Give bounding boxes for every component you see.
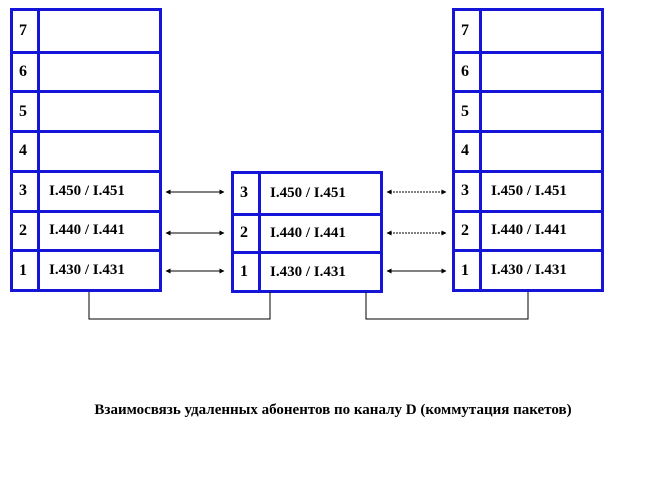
right-layer-4: 4 [455, 130, 601, 170]
physical-link-middle-right [365, 292, 529, 320]
network-node-stack: 3 I.450 / I.451 2 I.440 / I.441 1 I.430 / I.4… [231, 171, 383, 293]
right-layer-6: 6 [455, 50, 601, 91]
layer-number: 2 [234, 215, 261, 252]
layer-number: 5 [13, 93, 40, 131]
right-layer-5: 5 [455, 90, 601, 131]
left-layer-6: 6 [13, 50, 159, 91]
layer-protocol: I.440 / I.441 [49, 222, 125, 239]
layer-protocol: I.430 / I.431 [491, 262, 567, 279]
layer-number: 1 [13, 252, 40, 289]
layer-number: 3 [234, 174, 261, 213]
layer-number: 4 [455, 133, 482, 170]
layer-protocol: I.450 / I.451 [270, 184, 346, 201]
left-layer-1: 1 I.430 / I.431 [13, 249, 159, 289]
layer-number: 1 [455, 252, 482, 289]
right-layer-7: 7 [455, 11, 601, 51]
layer-number: 5 [455, 93, 482, 131]
layer-number: 3 [455, 172, 482, 210]
layer-protocol: I.440 / I.441 [491, 222, 567, 239]
layer-number: 7 [13, 11, 40, 51]
left-layer-7: 7 [13, 11, 159, 51]
layer-number: 1 [234, 254, 261, 290]
layer-number: 7 [455, 11, 482, 51]
layer-protocol: I.450 / I.451 [49, 182, 125, 199]
middle-layer-2: 2 I.440 / I.441 [234, 212, 380, 252]
layer-number: 4 [13, 133, 40, 170]
layer-number: 3 [13, 172, 40, 210]
right-layer-3: 3 I.450 / I.451 [455, 169, 601, 210]
left-layer-3: 3 I.450 / I.451 [13, 169, 159, 210]
middle-layer-1: 1 I.430 / I.431 [234, 251, 380, 290]
physical-link-left-middle [88, 292, 271, 320]
layer-number: 6 [13, 53, 40, 91]
layer-number: 6 [455, 53, 482, 91]
layer-protocol: I.450 / I.451 [491, 182, 567, 199]
left-layer-4: 4 [13, 130, 159, 170]
layer-protocol: I.440 / I.441 [270, 224, 346, 241]
layer-protocol: I.430 / I.431 [270, 263, 346, 280]
right-layer-2: 2 I.440 / I.441 [455, 209, 601, 250]
layer-number: 2 [13, 212, 40, 250]
right-layer-1: 1 I.430 / I.431 [455, 249, 601, 289]
layer-number: 2 [455, 212, 482, 250]
left-layer-5: 5 [13, 90, 159, 131]
layer-protocol: I.430 / I.431 [49, 262, 125, 279]
left-layer-2: 2 I.440 / I.441 [13, 209, 159, 250]
middle-layer-3: 3 I.450 / I.451 [234, 174, 380, 213]
diagram-caption: Взаимосвязь удаленных абонентов по канал… [94, 402, 572, 418]
